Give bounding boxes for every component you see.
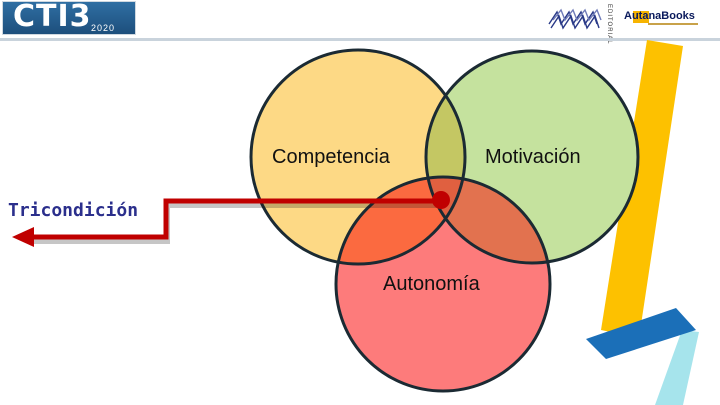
logo-title: CTI3 (13, 0, 92, 34)
publisher-vertical-text: EDITORIAL (606, 4, 612, 45)
label-competencia: Competencia (272, 146, 390, 168)
header: CTI3 2020 EDITORIAL AutanaBooks (0, 0, 720, 45)
label-motivacion: Motivación (485, 146, 581, 168)
outline-autonomia (334, 175, 552, 393)
yellow-stripe (601, 40, 683, 338)
publisher-name: AutanaBooks (624, 10, 695, 22)
outline-competencia (249, 48, 467, 266)
autana-logo-mark (633, 11, 649, 23)
header-divider (0, 38, 720, 41)
center-dot (432, 191, 450, 209)
left-arrow-icon (12, 191, 450, 247)
overlap-competencia-autonomia (336, 177, 465, 264)
blue-stripe (586, 308, 696, 359)
wave-logo-icon (548, 8, 602, 30)
autana-underline (648, 23, 698, 25)
label-autonomia: Autonomía (383, 273, 480, 295)
label-tricondicion: Tricondición (8, 200, 139, 221)
logo-year: 2020 (90, 23, 115, 33)
cyan-stripe (655, 330, 699, 405)
cti-logo: CTI3 2020 (2, 0, 136, 35)
overlap-motivacion-autonomia (426, 177, 550, 263)
outline-motivacion (424, 49, 640, 265)
